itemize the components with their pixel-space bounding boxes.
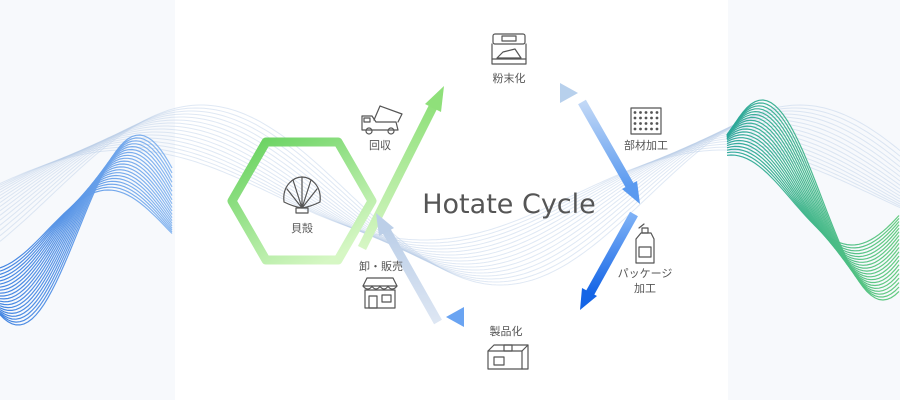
box-icon: [487, 344, 529, 370]
cycle-arrows: [357, 83, 640, 327]
arrow-parts-to-package: [578, 99, 640, 204]
wave-line: [0, 166, 173, 294]
wave-line: [0, 134, 900, 256]
wave-line: [0, 172, 173, 288]
wave-line: [0, 140, 173, 320]
wave-line: [726, 128, 900, 272]
shell-icon: [283, 176, 321, 214]
wave-line: [726, 131, 900, 269]
wave-line: [726, 116, 900, 284]
grinder-icon: [491, 33, 527, 65]
shop-icon: [362, 277, 398, 309]
step-label-parts: 部材加工: [624, 138, 668, 152]
arrow-collect-to-powder: [357, 86, 444, 251]
wave-line: [0, 183, 173, 275]
wave-line: [0, 131, 900, 259]
wave-line: [0, 177, 173, 282]
wave-line: [726, 113, 900, 287]
wave-line: [726, 134, 900, 266]
wave-line: [726, 108, 900, 292]
wave-line: [0, 137, 173, 323]
arrow-product-to-sale: [446, 307, 570, 327]
wave-line: [0, 143, 173, 317]
wave-line: [726, 110, 900, 290]
wave-line: [0, 119, 900, 271]
wave-line: [0, 180, 173, 279]
diagram-title: Hotate Cycle: [422, 189, 596, 220]
wave-line: [0, 134, 173, 326]
arrow-package-to-product: [580, 211, 638, 310]
wave-line: [726, 154, 900, 246]
wave-line: [0, 189, 173, 269]
background-wave-right: [726, 99, 900, 301]
wave-line: [0, 140, 900, 250]
wave-line: [0, 186, 173, 272]
arrow-sale-to-collect: [376, 213, 442, 325]
panel-icon: [630, 107, 662, 135]
wave-line: [726, 139, 900, 261]
background-wave-left: [0, 134, 173, 326]
wave-line: [726, 125, 900, 275]
wave-line: [726, 99, 900, 301]
wave-line: [726, 122, 900, 278]
wave-line: [0, 145, 173, 315]
wave-line: [726, 137, 900, 263]
step-label-powder: 粉末化: [493, 71, 526, 85]
step-label-collect: 回収: [369, 139, 391, 152]
step-label-product: 製品化: [490, 324, 523, 338]
wave-line: [0, 137, 900, 253]
wave-line: [726, 119, 900, 281]
center-label: 貝殻: [291, 221, 313, 235]
wave-line: [726, 105, 900, 295]
wave-line: [0, 113, 900, 277]
arrow-powder-to-parts: [448, 83, 578, 103]
step-label-package-line2: 加工: [634, 282, 656, 295]
wave-line: [0, 143, 900, 247]
wave-line: [0, 148, 173, 311]
wave-line: [0, 146, 900, 244]
center-hexagon: [227, 137, 377, 265]
step-label-sale: 卸・販売: [359, 259, 403, 273]
wave-line: [726, 102, 900, 298]
wave-line: [0, 104, 900, 286]
dump-truck-icon: [361, 105, 403, 135]
wave-line: [0, 122, 900, 268]
step-label-package-line1: パッケージ: [618, 267, 673, 280]
bottle-icon: [635, 223, 655, 264]
